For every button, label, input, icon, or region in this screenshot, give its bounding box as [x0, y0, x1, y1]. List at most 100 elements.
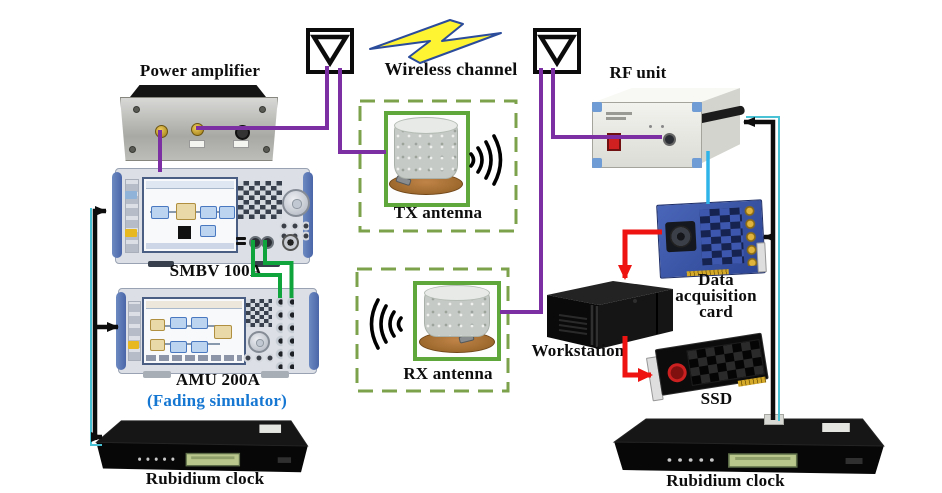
smbv-screen: [142, 177, 238, 253]
tx-waves-icon: [469, 134, 503, 186]
fan-icon: [666, 361, 689, 384]
rf-unit-front: [592, 102, 702, 168]
amu-label: AMU 200A: [175, 370, 261, 389]
round-button-row: [243, 353, 273, 363]
usb-port: [236, 237, 246, 240]
amplifier-lid: [130, 85, 266, 97]
connector-label: [189, 140, 205, 148]
power-amplifier-label: Power amplifier: [139, 61, 261, 80]
corner-protector: [692, 102, 702, 112]
screw: [129, 146, 136, 153]
instrument-handle: [309, 292, 319, 370]
connector-label: [233, 140, 249, 148]
indicator-led: [649, 125, 652, 128]
block: [200, 206, 217, 219]
block: [219, 206, 235, 219]
lightning-icon: [369, 19, 502, 64]
ssd-label: SSD: [700, 389, 733, 408]
tx-antenna-symbol-icon: [306, 28, 354, 74]
block: [214, 325, 232, 339]
block: [170, 317, 187, 329]
wire-tx-symbol-to-tx-antenna: [338, 68, 386, 154]
numeric-keypad: [246, 299, 272, 327]
power-switch: [607, 133, 621, 151]
instrument-handle: [112, 172, 122, 258]
tx-antenna-label: TX antenna: [393, 203, 483, 222]
block: [150, 339, 165, 351]
block: [176, 203, 196, 220]
workstation-image: [547, 281, 673, 349]
rubidium-clock-left-label: Rubidium clock: [145, 469, 265, 488]
rf-unit-label: RF unit: [609, 63, 667, 82]
usb-port: [236, 242, 246, 245]
amu-screen: [142, 297, 246, 365]
rotary-knob: [282, 189, 310, 217]
vent-grid: [558, 314, 588, 335]
instrument-foot: [148, 261, 174, 267]
numeric-keypad: [238, 181, 282, 219]
rf-output-connector: [191, 123, 204, 136]
rubidium-clock-right-label: Rubidium clock: [666, 471, 785, 490]
instrument-foot: [143, 371, 171, 378]
daq-card-image: [656, 199, 767, 279]
block: [151, 206, 169, 219]
rubidium-clock-right-image: [613, 418, 885, 475]
wireless-channel-label: Wireless channel: [384, 59, 518, 79]
screw: [259, 106, 266, 113]
screw: [133, 106, 140, 113]
blue-key: [125, 191, 137, 199]
block: [170, 341, 187, 353]
amu-200a-image: [116, 288, 319, 378]
panel-text: [606, 112, 632, 115]
rotary-knob: [248, 331, 270, 353]
rx-antenna-symbol-icon: [533, 28, 581, 74]
power-connector: [235, 125, 250, 140]
corner-protector: [592, 102, 602, 112]
rf-input-connector: [155, 125, 168, 138]
instrument-foot: [261, 371, 289, 378]
block: [200, 225, 216, 237]
rf-output-connector: [282, 234, 299, 251]
pci-bracket: [756, 242, 767, 273]
screen-toolbar: [146, 301, 242, 309]
antenna-top: [394, 117, 458, 134]
rx-antenna-label: RX antenna: [403, 364, 493, 383]
smbv-100a-image: [112, 168, 313, 267]
instrument-handle: [303, 172, 313, 258]
screen-tabs: [146, 355, 242, 361]
screw: [263, 146, 270, 153]
smbv-label: SMBV 100A: [169, 261, 263, 280]
antenna-top: [424, 285, 490, 301]
softkey-column: [128, 301, 141, 361]
rf-input-connector: [663, 133, 676, 146]
rx-antenna-image: [413, 281, 501, 361]
yellow-key: [128, 341, 139, 349]
rubidium-clock-left-image: [95, 420, 309, 473]
corner-protector: [692, 158, 702, 168]
antenna-triangle-icon: [310, 34, 350, 68]
block: [150, 319, 165, 331]
amplifier-front-panel: [120, 97, 278, 161]
instrument-handle: [116, 292, 126, 370]
rx-waves-icon: [369, 298, 403, 350]
wire-reference-cyan-edge-left: [90, 208, 102, 446]
tx-antenna-image: [384, 111, 470, 207]
block: [178, 226, 191, 239]
screen-toolbar: [146, 181, 234, 189]
antenna-triangle-icon: [537, 34, 577, 68]
rf-unit-image: [585, 86, 747, 172]
wire-rx-symbol-to-rx-antenna: [500, 68, 543, 314]
clock-cable-connector: [764, 414, 784, 425]
screen-statusbar: [146, 243, 234, 249]
yellow-key: [125, 229, 137, 237]
clock-output-connector: [261, 236, 274, 249]
block: [191, 317, 208, 329]
fading-simulator-label: (Fading simulator): [146, 391, 288, 410]
workstation-label: Workstation: [531, 341, 625, 360]
daq-card-label: Data acquisition card: [675, 270, 757, 321]
block: [191, 341, 208, 353]
wire-daq-to-workstation: [618, 229, 662, 280]
indicator-led: [661, 125, 664, 128]
wire-clock-to-smbv: [92, 206, 107, 440]
